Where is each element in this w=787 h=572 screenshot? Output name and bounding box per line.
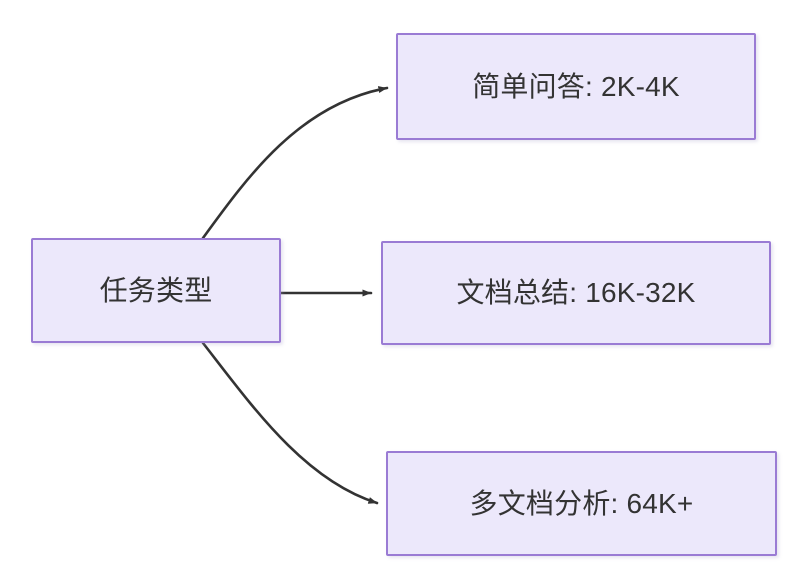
node-doc-summary-label: 文档总结: 16K-32K — [456, 277, 696, 309]
edge-root-to-simple-qa — [201, 86, 389, 240]
node-task-type[interactable]: 任务类型 — [31, 238, 281, 343]
node-doc-summary[interactable]: 文档总结: 16K-32K — [381, 241, 771, 345]
node-simple-qa-label: 简单问答: 2K-4K — [472, 70, 680, 102]
node-multidoc-analysis[interactable]: 多文档分析: 64K+ — [386, 451, 777, 556]
node-task-type-label: 任务类型 — [99, 274, 213, 306]
edge-root-to-multidoc — [201, 341, 379, 505]
node-multidoc-analysis-label: 多文档分析: 64K+ — [469, 487, 694, 519]
node-simple-qa[interactable]: 简单问答: 2K-4K — [396, 33, 756, 140]
